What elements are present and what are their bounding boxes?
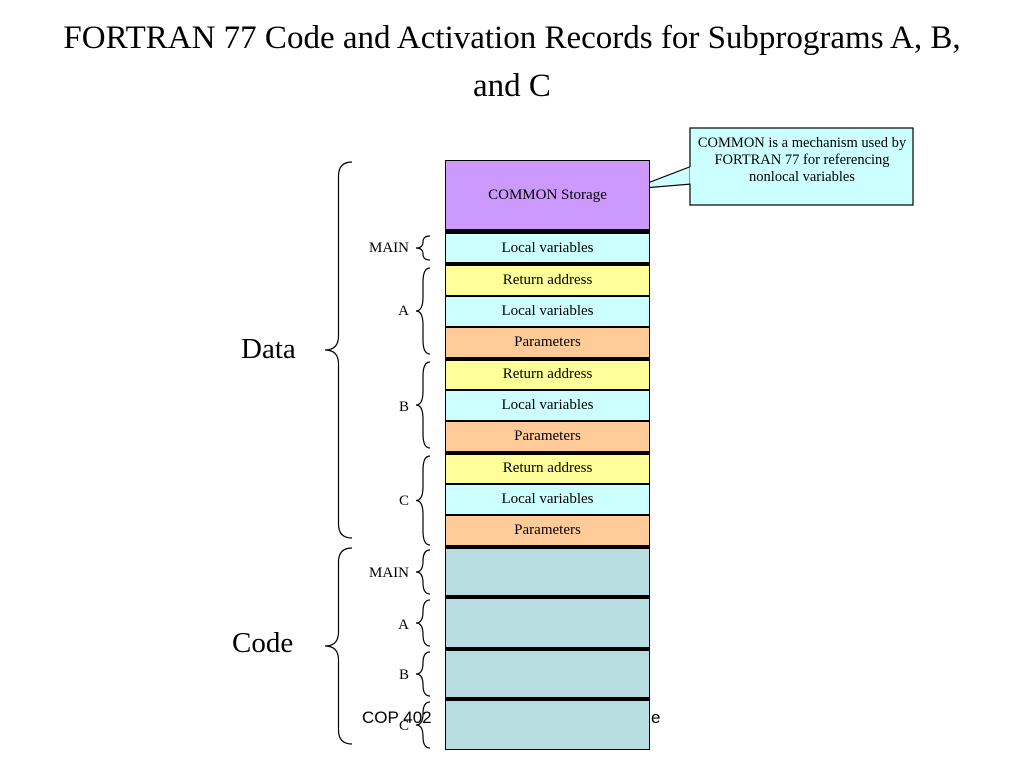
return-block: Return address [445, 265, 650, 296]
code-block [445, 598, 650, 648]
params-block: Parameters [445, 327, 650, 358]
slide-title: FORTRAN 77 Code and Activation Records f… [63, 20, 961, 104]
record-separator [445, 451, 650, 455]
record-separator [445, 545, 650, 549]
return-block: Return address [445, 453, 650, 484]
a-code-brace [415, 599, 431, 647]
record-separator [445, 595, 650, 599]
code-block [445, 650, 650, 698]
code-group-label-c: C [398, 718, 409, 734]
local-block: Local variables [445, 390, 650, 421]
local-block: Local variables [445, 233, 650, 263]
footer-right-text: e [651, 708, 661, 727]
data-group-label-c: C [398, 493, 409, 509]
record-separator [445, 229, 650, 233]
main-code-brace [415, 549, 431, 595]
code-group-label-a: A [398, 617, 409, 633]
code-section-label: Code [232, 627, 294, 659]
record-separator [445, 647, 650, 651]
braces [324, 161, 431, 749]
code-group-label-b: B [398, 667, 409, 683]
code-block [445, 700, 650, 750]
callout-text: COMMON is a mechanism used by FORTRAN 77… [697, 135, 907, 185]
data-section-label: Data [241, 333, 296, 365]
c-data-brace [415, 455, 431, 546]
b-code-brace [415, 651, 431, 697]
return-block: Return address [445, 359, 650, 390]
record-separator [445, 697, 650, 701]
common-block: COMMON Storage [445, 160, 650, 230]
record-separator [445, 262, 650, 266]
callout-box [689, 127, 914, 206]
data-group-label-a: A [398, 303, 409, 319]
a-data-brace [415, 267, 431, 355]
params-block: Parameters [445, 421, 650, 452]
params-block: Parameters [445, 515, 650, 546]
code-block [445, 548, 650, 596]
record-separator [445, 357, 650, 361]
local-block: Local variables [445, 296, 650, 327]
data-group-label-b: B [398, 399, 409, 415]
code-group-label-main: MAIN [369, 565, 409, 581]
main-data-brace [415, 235, 431, 261]
data-group-label-main: MAIN [369, 240, 409, 256]
footer-left-text: COP 402 [362, 708, 432, 727]
b-data-brace [415, 361, 431, 449]
data-brace [324, 161, 353, 539]
c-code-brace [415, 701, 431, 749]
code-brace [324, 547, 353, 745]
local-block: Local variables [445, 484, 650, 515]
